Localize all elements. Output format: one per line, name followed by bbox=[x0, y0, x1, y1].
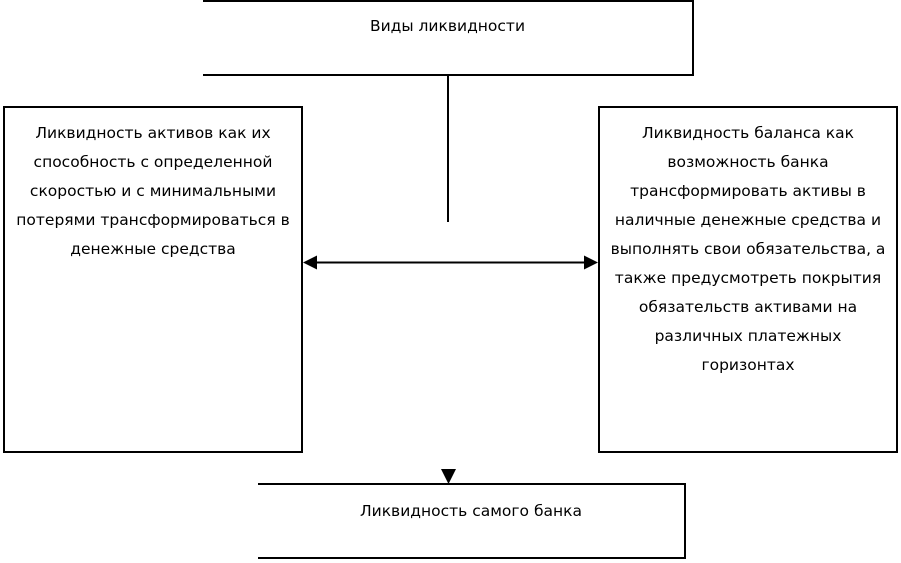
node-right-label: Ликвидность баланса как возможность банк… bbox=[610, 124, 886, 374]
node-top-label: Виды ликвидности bbox=[369, 17, 526, 35]
double-arrow-icon bbox=[303, 255, 598, 270]
node-bottom-label: Ликвидность самого банка bbox=[359, 502, 583, 520]
node-left-label: Ликвидность активов как их способность с… bbox=[16, 124, 290, 258]
node-top-liquidity-types[interactable]: Виды ликвидности bbox=[203, 0, 694, 76]
node-bottom-bank-liquidity[interactable]: Ликвидность самого банка bbox=[258, 483, 686, 559]
arrow-down-icon bbox=[441, 469, 456, 484]
node-right-balance-liquidity[interactable]: Ликвидность баланса как возможность банк… bbox=[598, 106, 898, 453]
node-left-asset-liquidity[interactable]: Ликвидность активов как их способность с… bbox=[3, 106, 303, 453]
connector-vertical-stem bbox=[447, 76, 449, 222]
